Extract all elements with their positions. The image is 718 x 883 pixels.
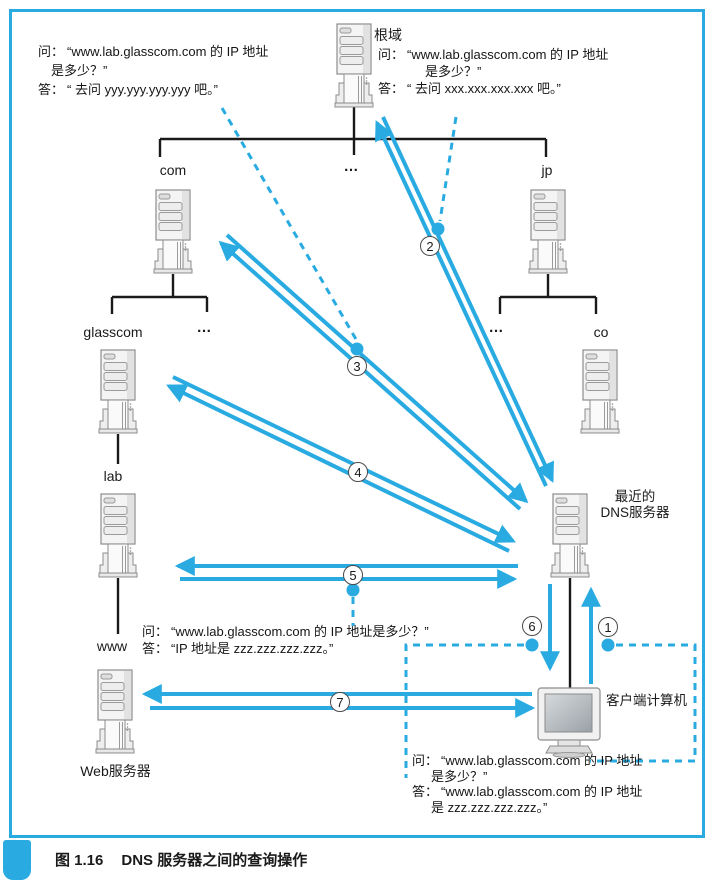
- dns-label-line1: 最近的: [614, 489, 656, 504]
- question-label: 问：: [378, 47, 405, 62]
- dialog-row: 是多少？”: [38, 61, 268, 80]
- dialog-row: 问： “www.lab.glasscom.com 的 IP 地址: [378, 46, 608, 63]
- answer-line1: “IP 地址是 zzz.zzz.zzz.zzz。”: [171, 641, 334, 656]
- answer-line1: “ 去问 yyy.yyy.yyy.yyy 吧。”: [67, 82, 218, 97]
- node-label-lab: lab: [103, 468, 123, 484]
- tree-level1-lines: [158, 104, 548, 157]
- server-icon: [550, 493, 590, 578]
- step-badge-7: 7: [330, 692, 350, 712]
- question-line1: “www.lab.glasscom.com 的 IP 地址: [441, 753, 643, 768]
- answer-line2: 是 zzz.zzz.zzz.zzz。”: [431, 799, 548, 815]
- question-label: 问：: [142, 624, 169, 639]
- figure-title: DNS 服务器之间的查询操作: [121, 852, 308, 869]
- dialog-row: 问： “www.lab.glasscom.com 的 IP 地址: [38, 42, 268, 61]
- answer-line1: “ 去问 xxx.xxx.xxx.xxx 吧。”: [407, 81, 561, 96]
- answer-label: 答：: [378, 81, 405, 96]
- question-label: 问：: [412, 753, 439, 768]
- dialog-step3: 问： “www.lab.glasscom.com 的 IP 地址 是多少？” 答…: [38, 42, 268, 99]
- node-label-www: www: [96, 638, 128, 654]
- step5-dot: [346, 583, 360, 597]
- dialog-step2: 问： “www.lab.glasscom.com 的 IP 地址 是多少？” 答…: [378, 46, 608, 97]
- answer-label: 答：: [142, 641, 169, 656]
- answer-label: 答：: [38, 82, 65, 97]
- arrow-step4-response: [172, 375, 516, 543]
- dialog-row: 是多少？”: [412, 769, 642, 785]
- desktop-computer-icon: [537, 687, 601, 759]
- node-label-co: co: [593, 324, 609, 340]
- node-label-ellipsis-level3-right: …: [488, 319, 506, 336]
- dns-label-line2: DNS服务器: [600, 505, 670, 520]
- dialog-row: 答： “ 去问 yyy.yyy.yyy.yyy 吧。”: [38, 80, 268, 99]
- step-badge-1: 1: [598, 617, 618, 637]
- question-line2: 是多少？”: [51, 63, 108, 78]
- answer-line1: “www.lab.glasscom.com 的 IP 地址: [441, 784, 643, 799]
- question-label: 问：: [38, 44, 65, 59]
- node-label-jp: jp: [541, 162, 553, 178]
- node-label-dns-server: 最近的 DNS服务器: [592, 489, 678, 521]
- server-icon: [334, 23, 374, 108]
- dialog-client: 问： “www.lab.glasscom.com 的 IP 地址 是多少？” 答…: [412, 753, 642, 815]
- step6-dot: [525, 638, 539, 652]
- step1-dot: [601, 638, 615, 652]
- tree-jp-branch-lines: [498, 274, 598, 314]
- node-label-ellipsis-level3-left: …: [196, 319, 214, 336]
- server-icon: [98, 349, 138, 434]
- dashed-step1-connector: [590, 643, 697, 763]
- dialog-step5: 问： “www.lab.glasscom.com 的 IP 地址是多少？” 答：…: [142, 623, 429, 657]
- figure-border: [9, 9, 705, 838]
- arrow-step2-response: [381, 116, 554, 483]
- figure-number: 图 1.16: [55, 852, 104, 869]
- caption-tab: [3, 840, 31, 880]
- node-label-glasscom: glasscom: [83, 324, 143, 340]
- arrow-step2-query: [375, 120, 548, 487]
- arrow-step3-query: [218, 240, 522, 511]
- node-label-web-server: Web服务器: [80, 763, 151, 779]
- node-label-root: 根域: [374, 27, 402, 43]
- tree-com-branch-lines: [110, 274, 209, 314]
- node-label-client: 客户端计算机: [606, 693, 687, 708]
- figure-caption: 图 1.16 DNS 服务器之间的查询操作: [55, 849, 307, 870]
- step-badge-4: 4: [348, 462, 368, 482]
- question-line2: 是多少？”: [425, 64, 482, 79]
- arrow-step4-query: [166, 384, 510, 553]
- step-badge-6: 6: [522, 616, 542, 636]
- dialog-row: 问： “www.lab.glasscom.com 的 IP 地址: [412, 753, 642, 769]
- dashed-step3-connector: [220, 107, 359, 342]
- step-badge-5: 5: [343, 565, 363, 585]
- step-badge-3: 3: [347, 356, 367, 376]
- dashed-step6-connector: [404, 643, 524, 778]
- server-icon: [153, 189, 193, 274]
- dialog-row: 是多少？”: [378, 63, 608, 80]
- arrow-step3-response: [225, 233, 529, 504]
- dialog-row: 答： “www.lab.glasscom.com 的 IP 地址: [412, 784, 642, 800]
- dialog-row: 问： “www.lab.glasscom.com 的 IP 地址是多少？”: [142, 623, 429, 640]
- question-line1: “www.lab.glasscom.com 的 IP 地址: [407, 47, 609, 62]
- question-line2: 是多少？”: [431, 768, 488, 784]
- dialog-row: 答： “ 去问 xxx.xxx.xxx.xxx 吧。”: [378, 80, 608, 97]
- node-label-com: com: [159, 162, 187, 178]
- server-icon: [95, 669, 135, 754]
- node-label-ellipsis-level2: …: [343, 158, 361, 175]
- question-line1: “www.lab.glasscom.com 的 IP 地址: [67, 44, 269, 59]
- server-icon: [98, 493, 138, 578]
- dashed-step2-connector: [438, 116, 458, 222]
- question-line1: “www.lab.glasscom.com 的 IP 地址是多少？”: [171, 624, 429, 639]
- server-icon: [528, 189, 568, 274]
- dialog-row: 答： “IP 地址是 zzz.zzz.zzz.zzz。”: [142, 640, 429, 657]
- server-icon: [580, 349, 620, 434]
- step-badge-2: 2: [420, 236, 440, 256]
- answer-label: 答：: [412, 784, 439, 799]
- dialog-row: 是 zzz.zzz.zzz.zzz。”: [412, 800, 642, 816]
